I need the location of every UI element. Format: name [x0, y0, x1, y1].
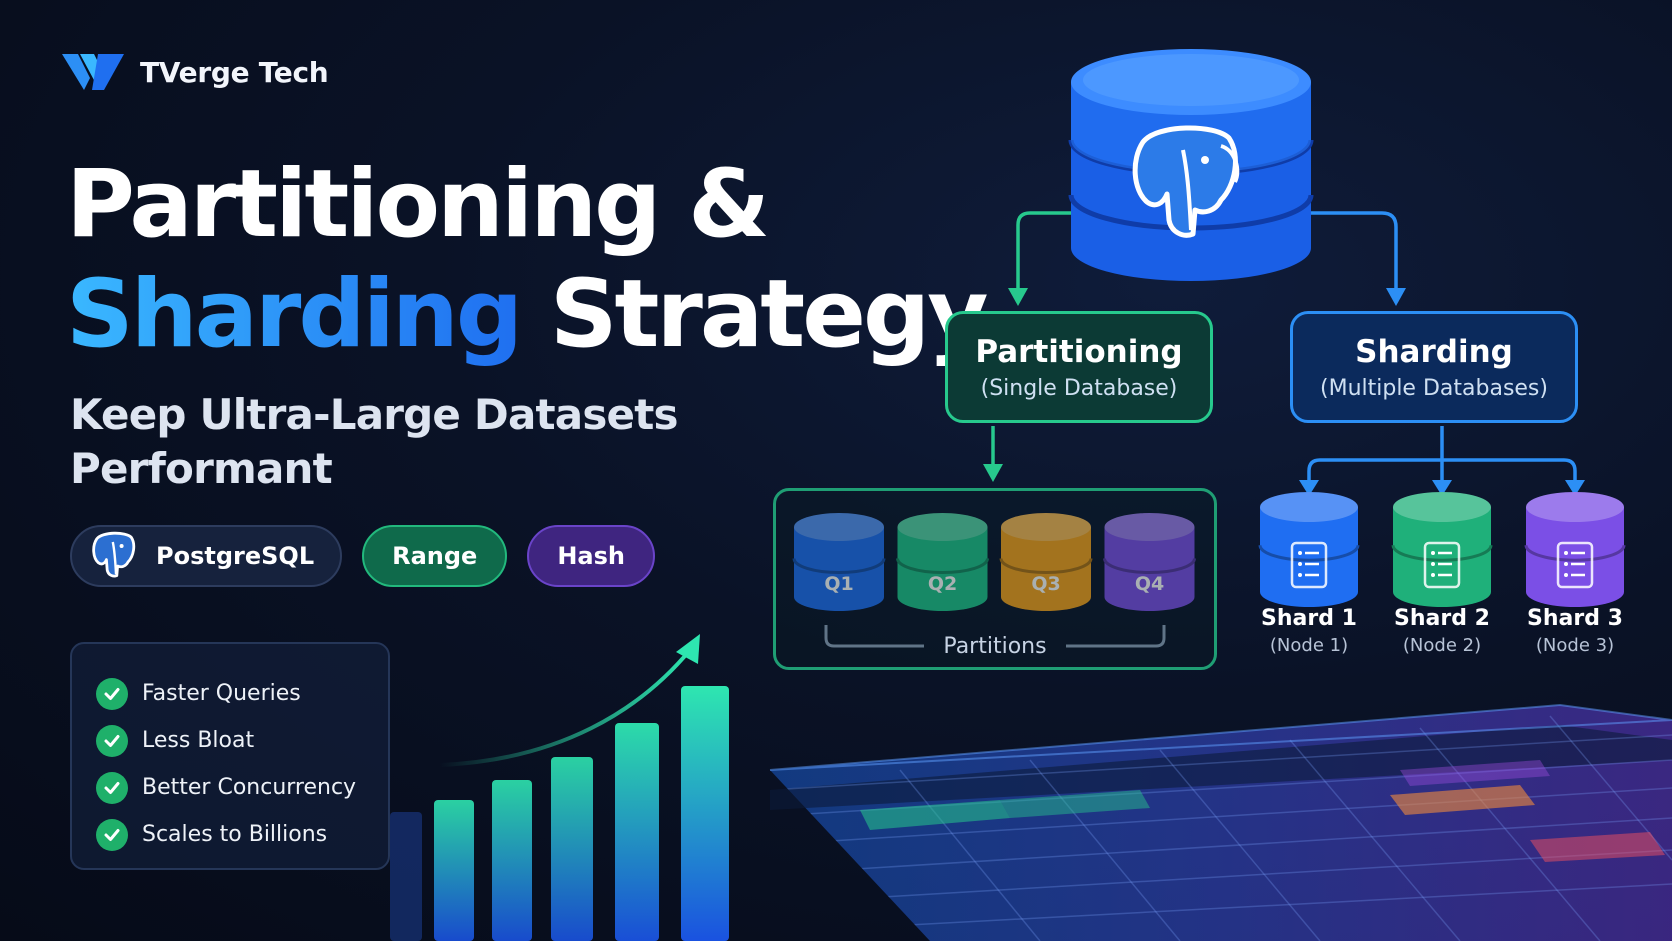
page-title: Partitioning & Sharding Strategy	[66, 150, 989, 370]
partition-label: Q1	[824, 573, 853, 595]
sharding-node: Sharding (Multiple Databases)	[1290, 311, 1578, 423]
postgresql-elephant-icon	[1132, 125, 1240, 238]
data-grid	[769, 703, 1672, 941]
partition-label: Q3	[1031, 573, 1060, 595]
partition-cylinder-q2-icon	[896, 513, 989, 612]
shard-3-cylinder-icon	[1524, 492, 1626, 607]
shard-name: Shard 1	[1261, 606, 1357, 631]
subtitle-line-2: Performant	[70, 444, 333, 493]
tag-hash: Hash	[527, 525, 655, 587]
tverge-logo-icon	[62, 54, 124, 90]
tag-list: PostgreSQL Range Hash	[70, 525, 655, 587]
sharding-subtitle: (Multiple Databases)	[1320, 375, 1548, 401]
partitions-label: Partitions	[943, 634, 1047, 659]
tag-label: PostgreSQL	[156, 542, 315, 570]
tag-label: Hash	[557, 542, 625, 570]
tag-postgresql: PostgreSQL	[70, 525, 343, 587]
tag-range: Range	[362, 525, 508, 587]
server-list-icon	[1290, 541, 1328, 589]
partition-cylinders: Q1 Q2 Q3 Q4	[792, 513, 1196, 612]
check-icon	[96, 818, 128, 851]
shard-2-caption: Shard 2 (Node 2)	[1377, 606, 1507, 656]
sharding-title: Sharding	[1355, 333, 1513, 370]
partitioning-node: Partitioning (Single Database)	[945, 311, 1213, 423]
partitioning-title: Partitioning	[975, 333, 1183, 370]
diagram-connectors	[983, 211, 1585, 496]
benefit-item: Scales to Billions	[96, 811, 368, 858]
server-list-icon	[1556, 541, 1594, 589]
shard-node: (Node 3)	[1535, 635, 1615, 656]
benefit-label: Faster Queries	[142, 681, 301, 706]
partitioning-subtitle: (Single Database)	[980, 375, 1178, 401]
subtitle-line-1: Keep Ultra-Large Datasets	[70, 390, 679, 439]
tag-label: Range	[392, 542, 478, 570]
benefit-item: Faster Queries	[96, 670, 368, 717]
shard-2-cylinder-icon	[1391, 492, 1493, 607]
title-line-2: Sharding Strategy	[66, 260, 989, 370]
subtitle: Keep Ultra-Large Datasets Performant	[70, 388, 679, 496]
growth-chart-decoration	[390, 634, 729, 941]
partitions-bracket	[824, 625, 1166, 648]
check-icon	[96, 677, 128, 710]
shard-node: (Node 2)	[1402, 635, 1482, 656]
postgresql-elephant-icon	[92, 531, 136, 578]
shard-1-cylinder-icon	[1258, 492, 1360, 607]
title-accent-word: Sharding	[66, 260, 523, 369]
shard-name: Shard 3	[1527, 606, 1623, 631]
shard-name: Shard 2	[1394, 606, 1490, 631]
partition-cylinder-q3-icon	[999, 513, 1093, 611]
partition-cylinder-q1-icon	[792, 513, 886, 611]
check-icon	[96, 771, 128, 804]
benefit-label: Less Bloat	[142, 728, 255, 753]
benefit-item: Better Concurrency	[96, 764, 368, 811]
benefit-item: Less Bloat	[96, 717, 368, 764]
title-rest: Strategy	[549, 260, 989, 369]
partition-label: Q4	[1135, 573, 1164, 595]
brand-name: TVerge Tech	[140, 55, 329, 89]
shard-1-caption: Shard 1 (Node 1)	[1244, 606, 1374, 656]
title-line-1: Partitioning &	[66, 150, 770, 259]
check-icon	[96, 724, 128, 757]
shard-node: (Node 1)	[1269, 635, 1349, 656]
server-list-icon	[1423, 541, 1461, 589]
shard-3-caption: Shard 3 (Node 3)	[1510, 606, 1640, 656]
partitions-group	[773, 488, 1217, 670]
brand: TVerge Tech	[62, 52, 329, 92]
benefit-label: Scales to Billions	[142, 822, 328, 847]
benefit-label: Better Concurrency	[142, 775, 357, 800]
partition-label: Q2	[928, 573, 957, 595]
benefits-panel: Faster Queries Less Bloat Better Concurr…	[70, 642, 390, 870]
main-database-cylinder-icon	[1068, 49, 1314, 281]
partition-cylinder-q4-icon	[1103, 513, 1196, 612]
shard-cylinders	[1258, 492, 1626, 607]
